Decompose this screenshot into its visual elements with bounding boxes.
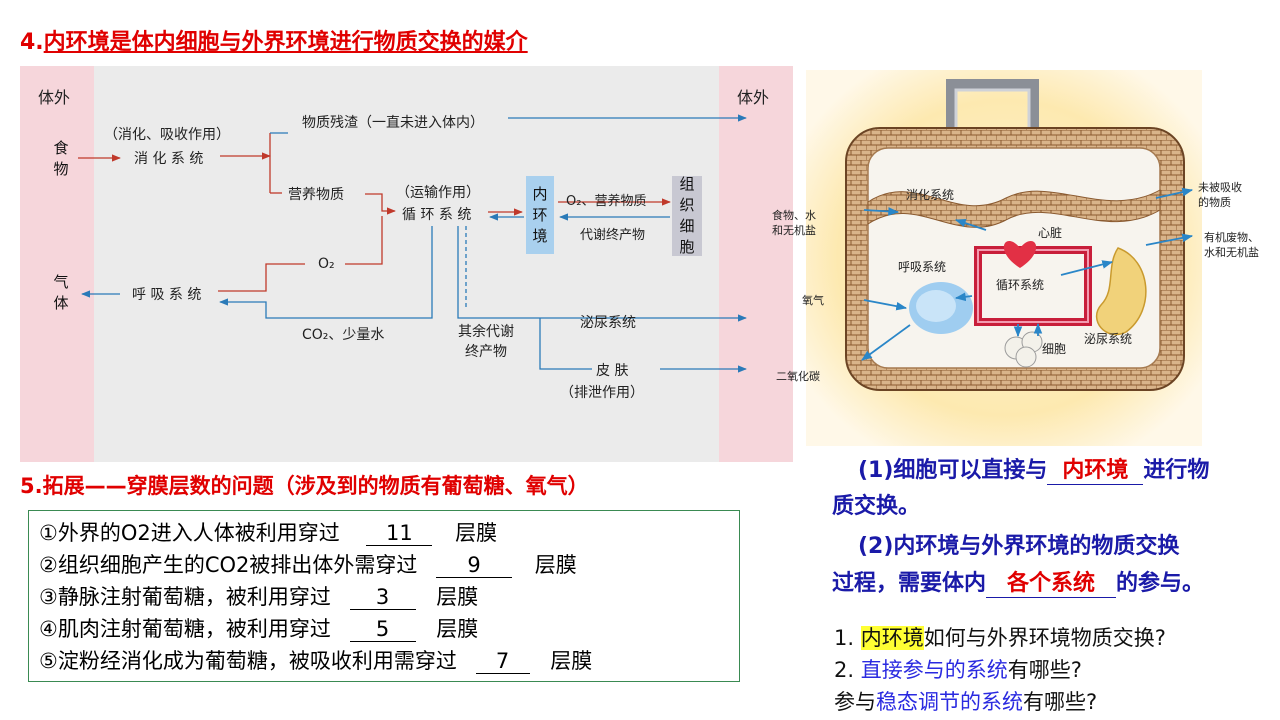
question-5: ⑤淀粉经消化成为葡萄糖，被吸收利用需穿过 7 层膜 bbox=[39, 645, 592, 675]
membrane-questions-box: ①外界的O2进入人体被利用穿过 11 层膜 ②组织细胞产生的CO2被排出体外需穿… bbox=[28, 510, 740, 682]
discussion-question-2: 2. 直接参与的系统有哪些? bbox=[834, 654, 1082, 684]
dq1-number: 1. bbox=[834, 626, 861, 650]
metabolic-products-label: 代谢终产物 bbox=[580, 228, 646, 243]
urinary-system-label: 泌尿系统 bbox=[580, 315, 636, 331]
point-2-blank: 各个系统 bbox=[986, 571, 1117, 598]
nutrients-label: 营养物质 bbox=[288, 187, 344, 203]
question-4-text: ④肌肉注射葡萄糖，被利用穿过 bbox=[39, 617, 331, 641]
respiratory-system-label: 呼 吸 系 统 bbox=[132, 287, 202, 303]
residue-label: 物质残渣（一直未进入体内） bbox=[302, 115, 484, 131]
point-2-line-2: 过程，需要体内各个系统的参与。 bbox=[832, 565, 1204, 598]
point-1-prefix: (1)细胞可以直接与 bbox=[858, 458, 1048, 483]
illus-co2-label: 二氧化碳 bbox=[776, 370, 820, 383]
illus-urinary-label: 泌尿系统 bbox=[1084, 332, 1133, 346]
discussion-question-1: 1. 内环境如何与外界环境物质交换? bbox=[834, 622, 1166, 652]
question-2-text: ②组织细胞产生的CO2被排出体外需穿过 bbox=[39, 553, 418, 577]
illus-unabsorbed-label: 未被吸收 的物质 bbox=[1198, 181, 1242, 209]
point-1-line-1: (1)细胞可以直接与内环境进行物 bbox=[858, 452, 1209, 485]
outside-band-right bbox=[719, 66, 793, 462]
gas-label: 气 体 bbox=[53, 273, 69, 312]
point-1-blank: 内环境 bbox=[1047, 458, 1144, 485]
illus-circulatory-label: 循环系统 bbox=[996, 278, 1045, 292]
dq3-prefix: 参与 bbox=[834, 690, 876, 714]
illus-digestive-label: 消化系统 bbox=[906, 188, 955, 202]
skin-label: 皮 肤 bbox=[596, 363, 629, 379]
tissue-cells-box: 组 织 细 胞 bbox=[672, 175, 702, 256]
point-1-suffix: 进行物 bbox=[1143, 458, 1210, 483]
dq2-rest: 有哪些? bbox=[1007, 658, 1082, 682]
heading-4-prefix: 4. bbox=[20, 30, 44, 55]
circulatory-system-label: 循 环 系 统 bbox=[402, 207, 472, 223]
point-2-prefix: 过程，需要体内 bbox=[832, 571, 987, 596]
dq2-highlight: 直接参与的系统 bbox=[860, 658, 1008, 682]
co2-water-label: CO₂、少量水 bbox=[302, 327, 385, 343]
dq3-rest: 有哪些? bbox=[1023, 690, 1098, 714]
illus-heart-label: 心脏 bbox=[1038, 226, 1063, 240]
digestive-system-label: 消 化 系 统 bbox=[134, 151, 204, 167]
transport-action-label: （运输作用） bbox=[396, 185, 480, 201]
dq1-highlight: 内环境 bbox=[860, 626, 924, 650]
question-3-answer: 3 bbox=[349, 585, 416, 610]
point-1-line-2: 质交换。 bbox=[832, 494, 921, 519]
dq2-number: 2. bbox=[834, 658, 861, 682]
illus-waste-label: 有机废物、 水和无机盐 bbox=[1204, 231, 1259, 259]
question-4-answer: 5 bbox=[349, 617, 416, 642]
question-1-unit: 层膜 bbox=[455, 521, 498, 545]
heading-5-prefix: 5. bbox=[20, 474, 43, 498]
food-label: 食 物 bbox=[53, 139, 69, 178]
point-2-suffix: 的参与。 bbox=[1116, 571, 1205, 596]
suitcase-illustration: 消化系统 心脏 食物、水 和无机盐 未被吸收 的物质 有机废物、 水和无机盐 呼… bbox=[772, 70, 1259, 446]
outside-band-left bbox=[20, 66, 94, 462]
dq3-highlight: 稳态调节的系统 bbox=[876, 690, 1023, 714]
question-2-unit: 层膜 bbox=[534, 553, 577, 577]
illus-oxygen-label: 氧气 bbox=[802, 294, 824, 307]
outside-right-label: 体外 bbox=[737, 88, 770, 107]
point-2-line-1: (2)内环境与外界环境的物质交换 bbox=[858, 534, 1180, 559]
digest-action-label: （消化、吸收作用） bbox=[104, 127, 230, 143]
illus-food-label: 食物、水 和无机盐 bbox=[772, 209, 816, 237]
question-4-unit: 层膜 bbox=[436, 617, 479, 641]
question-3-unit: 层膜 bbox=[436, 585, 479, 609]
question-3-text: ③静脉注射葡萄糖，被利用穿过 bbox=[39, 585, 331, 609]
internal-environment-box: 内 环 境 bbox=[526, 176, 554, 254]
exchange-flow-diagram: 体外 体外 食 物 气 体 （消化、吸收作用） 消 化 系 统 物质残渣（一直未… bbox=[20, 66, 793, 462]
heading-4-text: 内环境是体内细胞与外界环境进行物质交换的媒介 bbox=[43, 30, 528, 55]
question-3: ③静脉注射葡萄糖，被利用穿过 3 层膜 bbox=[39, 581, 478, 611]
other-products-label: 其余代谢 终产物 bbox=[458, 324, 514, 360]
suitcase-drawing bbox=[806, 70, 1202, 446]
outside-left-label: 体外 bbox=[38, 88, 71, 107]
o2-label: O₂ bbox=[318, 256, 335, 272]
illus-respiratory-label: 呼吸系统 bbox=[898, 260, 947, 274]
heading-4: 4.内环境是体内细胞与外界环境进行物质交换的媒介 bbox=[20, 24, 528, 56]
discussion-question-3: 参与稳态调节的系统有哪些? bbox=[834, 686, 1097, 716]
heading-5-text: 拓展——穿膜层数的问题（涉及到的物质有葡萄糖、氧气） bbox=[42, 474, 589, 498]
question-5-answer: 7 bbox=[475, 649, 530, 674]
illus-cells-label: 细胞 bbox=[1042, 342, 1067, 356]
question-5-text: ⑤淀粉经消化成为葡萄糖，被吸收利用需穿过 bbox=[39, 649, 457, 673]
diagram-arrows bbox=[78, 114, 747, 373]
o2-nutrients-label: O₂、营养物质 bbox=[566, 194, 647, 209]
question-2-answer: 9 bbox=[436, 553, 513, 578]
question-4: ④肌肉注射葡萄糖，被利用穿过 5 层膜 bbox=[39, 613, 478, 643]
question-1: ①外界的O2进入人体被利用穿过 11 层膜 bbox=[39, 517, 497, 547]
heading-5: 5.拓展——穿膜层数的问题（涉及到的物质有葡萄糖、氧气） bbox=[20, 470, 589, 500]
dq1-rest: 如何与外界环境物质交换? bbox=[923, 626, 1166, 650]
question-5-unit: 层膜 bbox=[550, 649, 593, 673]
question-1-text: ①外界的O2进入人体被利用穿过 bbox=[39, 521, 340, 545]
question-2: ②组织细胞产生的CO2被排出体外需穿过 9 层膜 bbox=[39, 549, 577, 579]
question-1-answer: 11 bbox=[366, 521, 433, 546]
excretion-label: （排泄作用） bbox=[560, 385, 644, 401]
